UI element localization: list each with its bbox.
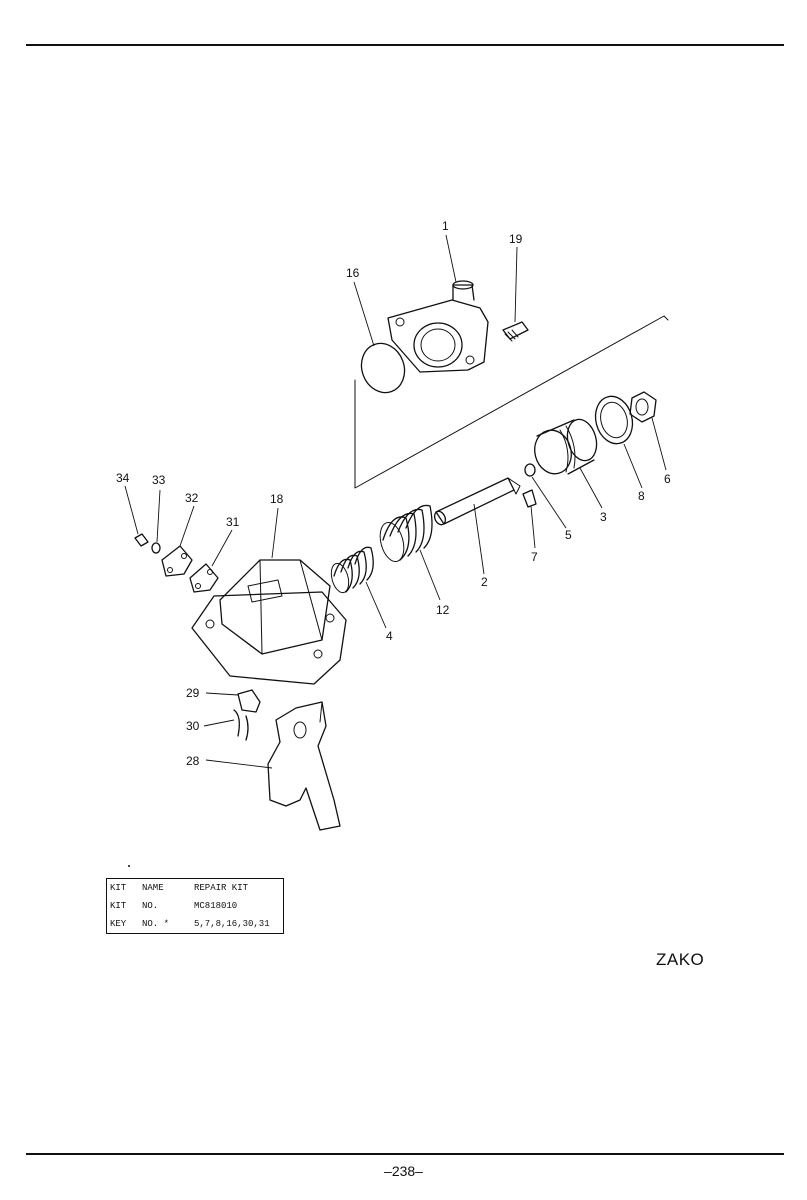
kit-cell: KIT	[110, 883, 127, 893]
part-1-cylinder-housing	[387, 280, 489, 373]
part-16-o-ring	[360, 342, 406, 394]
part-34-bolt	[134, 533, 149, 547]
leader-31	[211, 529, 233, 567]
callout-34: 34	[116, 471, 130, 485]
callout-3: 3	[600, 510, 607, 524]
part-5-small-o-ring	[524, 463, 536, 477]
callout-19: 19	[509, 232, 523, 246]
leader-4	[365, 581, 387, 629]
callout-2: 2	[481, 575, 488, 589]
part-33-washer	[151, 542, 161, 554]
brand-mark: ZAKO	[656, 950, 705, 969]
kit-table-row: KEY NO. * 5,7,8,16,30,31	[107, 915, 284, 934]
kit-cell: NO.	[142, 901, 159, 911]
callout-6: 6	[664, 472, 671, 486]
part-3-piston	[534, 418, 598, 475]
part-4-small-spring	[330, 546, 374, 594]
leader-19	[514, 246, 518, 323]
leader-5	[531, 476, 567, 529]
leader-32	[179, 505, 195, 547]
leader-3	[579, 467, 603, 509]
part-6-nut	[629, 391, 657, 423]
callout-8: 8	[638, 489, 645, 503]
part-8-ring	[594, 395, 634, 445]
part-18-cover	[191, 559, 347, 685]
kit-cell: KEY	[110, 919, 127, 929]
callout-18: 18	[270, 492, 284, 506]
callout-12: 12	[436, 603, 450, 617]
part-28-fork-lever	[267, 701, 341, 831]
top-rule	[26, 44, 784, 46]
callout-16: 16	[346, 266, 360, 280]
kit-cell: KIT	[110, 901, 127, 911]
leader-29	[205, 692, 239, 696]
leader-34	[124, 485, 139, 535]
bottom-rule	[26, 1153, 784, 1155]
part-7-pin	[522, 489, 537, 508]
kit-table-row: KIT NAME REPAIR KIT	[107, 879, 284, 898]
callout-7: 7	[531, 550, 538, 564]
part-29-fitting	[237, 689, 261, 713]
leader-30	[203, 719, 235, 727]
kit-table-row: KIT NO. MC818010	[107, 897, 284, 915]
page-number: –238–	[384, 1163, 423, 1179]
leader-28	[205, 759, 273, 769]
part-19-bleeder-screw	[502, 321, 529, 342]
leader-7	[530, 505, 536, 549]
callout-5: 5	[565, 528, 572, 542]
callout-33: 33	[152, 473, 166, 487]
leader-33	[156, 489, 161, 543]
assembly-bracket-line	[354, 315, 669, 489]
leader-2	[473, 503, 485, 575]
repair-kit-table: KIT NAME REPAIR KIT KIT NO. MC818010 KEY…	[106, 878, 284, 934]
callout-29: 29	[186, 686, 200, 700]
part-30-clip	[233, 709, 249, 741]
leader-12	[419, 549, 441, 601]
part-32-plate	[161, 545, 193, 577]
leader-16	[353, 281, 375, 347]
leader-6	[651, 417, 667, 471]
leader-18	[271, 507, 279, 559]
callout-4: 4	[386, 629, 393, 643]
kit-cell: NAME	[142, 883, 164, 893]
callout-28: 28	[186, 754, 200, 768]
callout-31: 31	[226, 515, 240, 529]
callout-30: 30	[186, 719, 200, 733]
callout-1: 1	[442, 219, 449, 233]
leader-8	[623, 443, 643, 489]
kit-cell: NO. *	[142, 919, 170, 929]
callout-32: 32	[185, 491, 199, 505]
part-12-large-spring	[379, 504, 433, 563]
leader-1	[445, 234, 457, 283]
kit-cell: REPAIR KIT	[194, 883, 249, 893]
kit-cell: MC818010	[194, 901, 238, 911]
kit-cell: 5,7,8,16,30,31	[194, 919, 270, 929]
part-2-push-rod	[433, 477, 521, 526]
part-31-plate	[189, 563, 219, 593]
stray-mark	[128, 865, 130, 867]
